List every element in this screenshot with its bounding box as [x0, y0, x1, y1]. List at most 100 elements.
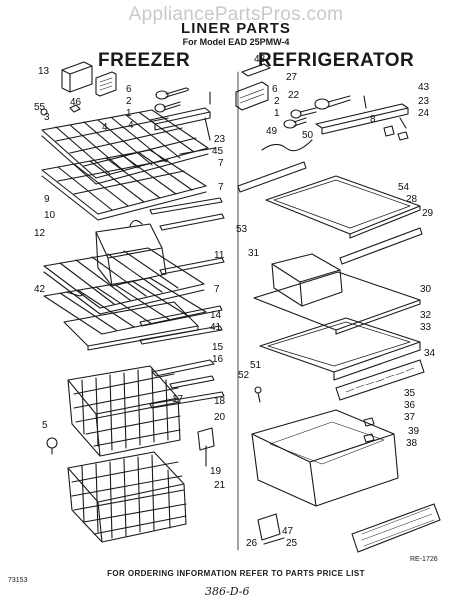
shelf-rail-part [149, 197, 223, 215]
callout-4b: 4 [128, 120, 134, 131]
model-subtitle: For Model EAD 25PMW-4 [182, 37, 290, 47]
callout-5: 5 [42, 420, 48, 431]
callout-30: 30 [420, 284, 432, 295]
light-lens-part [95, 71, 117, 97]
freezer-middle-wire-shelf [41, 149, 207, 221]
shelf-rod-part [179, 147, 216, 155]
drawing-number: RE-1726 [410, 556, 438, 563]
callout-13: 13 [38, 66, 50, 77]
callout-52: 52 [238, 370, 250, 381]
shelf-rail-part [339, 227, 423, 265]
basket-bracket-part [197, 427, 215, 467]
freezer-heading: FREEZER [98, 50, 191, 71]
shelf-rail-part [159, 213, 225, 231]
callout-15: 15 [212, 342, 224, 353]
shelf-rail-part [139, 325, 223, 345]
thermistor-part [261, 117, 313, 152]
callout-50: 50 [302, 130, 314, 141]
callout-6b: 6 [272, 84, 278, 95]
callout-35: 35 [404, 388, 416, 399]
callout-32: 32 [420, 310, 432, 321]
fresh-light-shield-part [235, 63, 271, 111]
leveling-foot-part [46, 437, 58, 455]
callout-36: 36 [404, 400, 416, 411]
callout-14: 14 [210, 310, 222, 321]
callout-41: 41 [210, 322, 222, 333]
control-knob-part [154, 87, 211, 113]
callout-2b: 2 [274, 96, 280, 107]
callout-37: 37 [404, 412, 416, 423]
callout-23b: 23 [418, 96, 430, 107]
page-title: LINER PARTS [181, 20, 291, 37]
callout-3: 3 [44, 112, 50, 123]
crisper-drawer-front [351, 503, 441, 553]
callout-20: 20 [214, 412, 226, 423]
catalog-code: 73153 [8, 577, 28, 584]
callout-53: 53 [236, 224, 248, 235]
shelf-rail-part [159, 257, 225, 275]
callout-47: 47 [282, 526, 294, 537]
screw-part [65, 291, 85, 297]
callout-9: 9 [44, 194, 50, 205]
handwritten-note: 386-D-6 [205, 585, 250, 598]
freezer-upper-wire-shelf [41, 109, 209, 185]
fresh-crisper-drawer [251, 409, 399, 507]
basket-slide-part [169, 375, 215, 389]
control-clip-part [383, 125, 395, 137]
callout-11: 11 [214, 250, 225, 261]
crisper-grille-part [335, 359, 425, 401]
callout-18: 18 [214, 396, 226, 407]
freezer-lower-wire-shelf [43, 247, 205, 315]
callout-34: 34 [424, 348, 436, 359]
callout-33: 33 [420, 322, 432, 333]
callout-6a: 6 [126, 84, 132, 95]
fresh-storage-tray-part [271, 253, 343, 307]
shelf-rail-part [139, 305, 223, 327]
fresh-control-bracket-part [315, 103, 409, 135]
basket-slide-part [151, 359, 215, 377]
callout-17: 17 [172, 394, 184, 405]
screw-part [204, 117, 211, 141]
callout-1a: 1 [126, 108, 132, 119]
fresh-screw-part [254, 386, 262, 403]
light-shield-part [61, 61, 93, 93]
callout-51: 51 [250, 360, 262, 371]
freezer-upper-basket [67, 365, 181, 457]
callout-10: 10 [44, 210, 56, 221]
callout-23a: 23 [214, 134, 226, 145]
callout-1b: 1 [274, 108, 280, 119]
callout-55: 55 [34, 102, 46, 113]
fresh-control-knob-part [290, 95, 367, 119]
refrigerator-heading: REFRIGERATOR [258, 50, 415, 71]
callout-29: 29 [422, 208, 434, 219]
freezer-lower-basket [67, 451, 187, 543]
watermark: AppliancePartsPros.com [128, 4, 344, 25]
callout-21: 21 [214, 480, 226, 491]
callout-24: 24 [418, 108, 430, 119]
callout-27: 27 [286, 72, 298, 83]
callout-2a: 2 [126, 96, 132, 107]
callout-38: 38 [406, 438, 418, 449]
drawer-slide-part [257, 513, 285, 545]
callout-7c: 7 [214, 284, 220, 295]
fresh-crisper-frame [259, 317, 421, 381]
callout-7a: 7 [218, 158, 224, 169]
callout-42: 42 [34, 284, 46, 295]
screw-part [397, 117, 409, 141]
callout-25: 25 [286, 538, 298, 549]
callout-39: 39 [408, 426, 420, 437]
fresh-crisper-cover [253, 271, 421, 335]
shelf-clip-part [40, 104, 81, 116]
fresh-small-clip-part [363, 417, 375, 443]
callout-31: 31 [248, 248, 260, 259]
callout-46: 46 [70, 97, 82, 108]
basket-rail-part [149, 391, 225, 409]
callout-16: 16 [212, 354, 224, 365]
callout-12: 12 [34, 228, 46, 239]
callout-4a: 4 [102, 122, 108, 133]
ordering-footer: FOR ORDERING INFORMATION REFER TO PARTS … [107, 569, 365, 578]
callout-48: 48 [254, 54, 266, 65]
freezer-bottom-wire-shelf [43, 277, 207, 335]
callout-26: 26 [246, 538, 258, 549]
